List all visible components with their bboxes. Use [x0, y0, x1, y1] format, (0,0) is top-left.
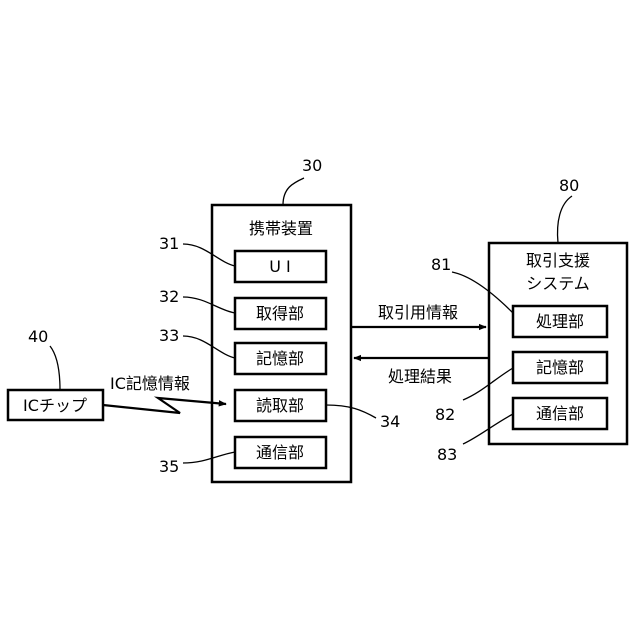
ref-30: 30 [283, 156, 322, 205]
ref-82-label: 82 [435, 405, 455, 424]
system-storage-unit-label: 記憶部 [536, 358, 584, 377]
transaction-info-arrow: 取引用情報 [351, 303, 486, 327]
ref-33-label: 33 [159, 326, 179, 345]
ic-to-reader-connection: IC記憶情報 [103, 374, 226, 413]
ref-83-label: 83 [437, 445, 457, 464]
storage-unit-label: 記憶部 [256, 349, 304, 368]
ref-81-label: 81 [431, 255, 451, 274]
storage-unit: 記憶部 [235, 343, 326, 374]
ic-info-label: IC記憶情報 [110, 374, 190, 393]
ref-80: 80 [558, 176, 580, 243]
ui-unit-label: U I [269, 257, 291, 276]
ref-31-label: 31 [159, 234, 179, 253]
processing-result-label: 処理結果 [388, 367, 452, 386]
ref-34-label: 34 [380, 412, 400, 431]
communication-unit-label: 通信部 [256, 443, 304, 462]
processing-unit: 処理部 [513, 306, 607, 337]
ic-chip: ICチップ [8, 390, 103, 420]
ref-32-label: 32 [159, 287, 179, 306]
system-storage-unit: 記憶部 [513, 352, 607, 383]
ref-40: 40 [28, 327, 60, 390]
ui-unit: U I [235, 251, 326, 282]
ref-35-label: 35 [159, 457, 179, 476]
system-title-line2: システム [526, 274, 590, 293]
processing-unit-label: 処理部 [536, 312, 584, 331]
ic-chip-label: ICチップ [23, 396, 87, 415]
mobile-device-title: 携帯装置 [249, 219, 313, 238]
processing-result-arrow: 処理結果 [354, 358, 489, 386]
transaction-info-label: 取引用情報 [378, 303, 458, 322]
transaction-support-system: 取引支援 システム 処理部 記憶部 通信部 [489, 243, 627, 444]
ref-80-label: 80 [559, 176, 579, 195]
system-communication-unit-label: 通信部 [536, 404, 584, 423]
communication-unit: 通信部 [235, 437, 326, 468]
ref-40-label: 40 [28, 327, 48, 346]
ref-30-label: 30 [302, 156, 322, 175]
reader-unit: 読取部 [235, 390, 326, 421]
acquisition-unit: 取得部 [235, 298, 326, 329]
mobile-device: 携帯装置 U I 取得部 記憶部 読取部 通信部 [212, 205, 351, 482]
system-communication-unit: 通信部 [513, 398, 607, 429]
acquisition-unit-label: 取得部 [256, 304, 304, 323]
reader-unit-label: 読取部 [256, 396, 304, 415]
system-title-line1: 取引支援 [526, 251, 590, 270]
